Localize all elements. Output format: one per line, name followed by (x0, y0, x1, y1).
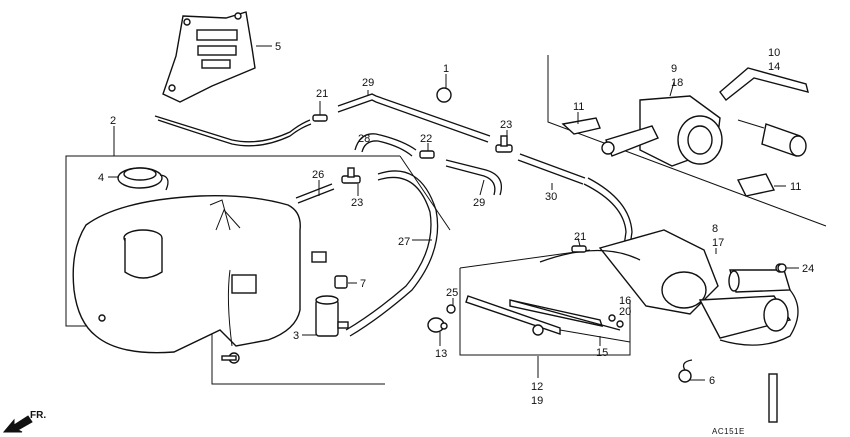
grommet-part-7 (334, 275, 348, 289)
callout-3: 3 (293, 330, 299, 342)
hose-part-28 (354, 133, 417, 157)
callout-labels: 5 21 29 1 2 4 28 22 23 26 23 29 30 27 7 … (98, 41, 814, 407)
grommet-part-13 (427, 317, 448, 333)
callout-1: 1 (443, 63, 449, 75)
clip-part-6 (678, 359, 693, 383)
callout-10: 10 (768, 47, 780, 59)
callout-16: 16 (619, 295, 631, 307)
callout-8: 8 (712, 223, 718, 235)
callout-6: 6 (709, 375, 715, 387)
connector-part-21-mid (571, 237, 587, 253)
washer-pump-part-3 (315, 295, 349, 337)
callout-23-top: 23 (500, 119, 512, 131)
wiper-motor-part-8 (539, 229, 799, 346)
bolt-tank (221, 352, 240, 364)
callout-27: 27 (398, 236, 410, 248)
callout-24: 24 (802, 263, 814, 275)
callout-25: 25 (446, 287, 458, 299)
callout-2: 2 (110, 115, 116, 127)
callout-19: 19 (531, 395, 543, 407)
callout-4: 4 (98, 172, 104, 184)
rear-wiper-group-outline (459, 249, 631, 356)
wiper-arm-part-15 (465, 295, 631, 343)
callout-11-top: 11 (573, 101, 584, 113)
washer-tank-part-2 (72, 195, 327, 354)
clip-part-1 (436, 74, 452, 103)
motor-part-9 (601, 81, 723, 167)
hose-part-27 (345, 170, 439, 337)
connector-part-22 (419, 143, 435, 159)
callout-29-lower: 29 (473, 197, 485, 209)
connector-part-21-top (312, 101, 328, 122)
bolt-part-24 (777, 263, 787, 273)
front-direction-arrow: FR. (2, 410, 46, 433)
rear-panel-group-outline (547, 55, 827, 227)
clip-part-11-bottom (736, 173, 776, 197)
washer-rod (154, 115, 312, 147)
callout-11-bottom: 11 (790, 181, 801, 193)
callout-9: 9 (671, 63, 677, 75)
hose-part-29-top (337, 93, 491, 143)
callout-21-top: 21 (316, 88, 328, 100)
cap-part-4 (117, 167, 169, 191)
clip-part-11-top (561, 117, 601, 135)
callout-14: 14 (768, 61, 780, 73)
callout-28: 28 (358, 133, 370, 145)
diagram-code: AC151E (712, 427, 745, 436)
callout-26: 26 (312, 169, 324, 181)
callout-22: 22 (420, 133, 432, 145)
callout-30: 30 (545, 191, 557, 203)
nut-part-25 (446, 304, 456, 314)
bracket-part-5 (162, 11, 256, 103)
direction-label: FR. (30, 410, 46, 421)
callout-23-left: 23 (351, 197, 363, 209)
callout-21-mid: 21 (574, 231, 586, 243)
grommet-cylinder (737, 119, 807, 157)
callout-18: 18 (671, 77, 683, 89)
callout-15: 15 (596, 347, 608, 359)
hose-part-29-lower (445, 159, 503, 196)
hose-part-30 (517, 153, 633, 247)
t-joint-part-23-left (341, 167, 361, 184)
callout-7: 7 (360, 278, 366, 290)
hose-part-26 (295, 183, 335, 204)
hose-bottom-right (768, 373, 778, 423)
t-joint-part-23-top (495, 135, 513, 153)
callout-5: 5 (275, 41, 281, 53)
arm-part-10 (719, 67, 809, 101)
callout-13: 13 (435, 348, 447, 360)
callout-20: 20 (619, 306, 631, 318)
callout-17: 17 (712, 237, 724, 249)
leader-lines (108, 45, 799, 381)
callout-29-top: 29 (362, 77, 374, 89)
wiper-blade-part-16 (509, 299, 624, 331)
callout-12: 12 (531, 381, 543, 393)
